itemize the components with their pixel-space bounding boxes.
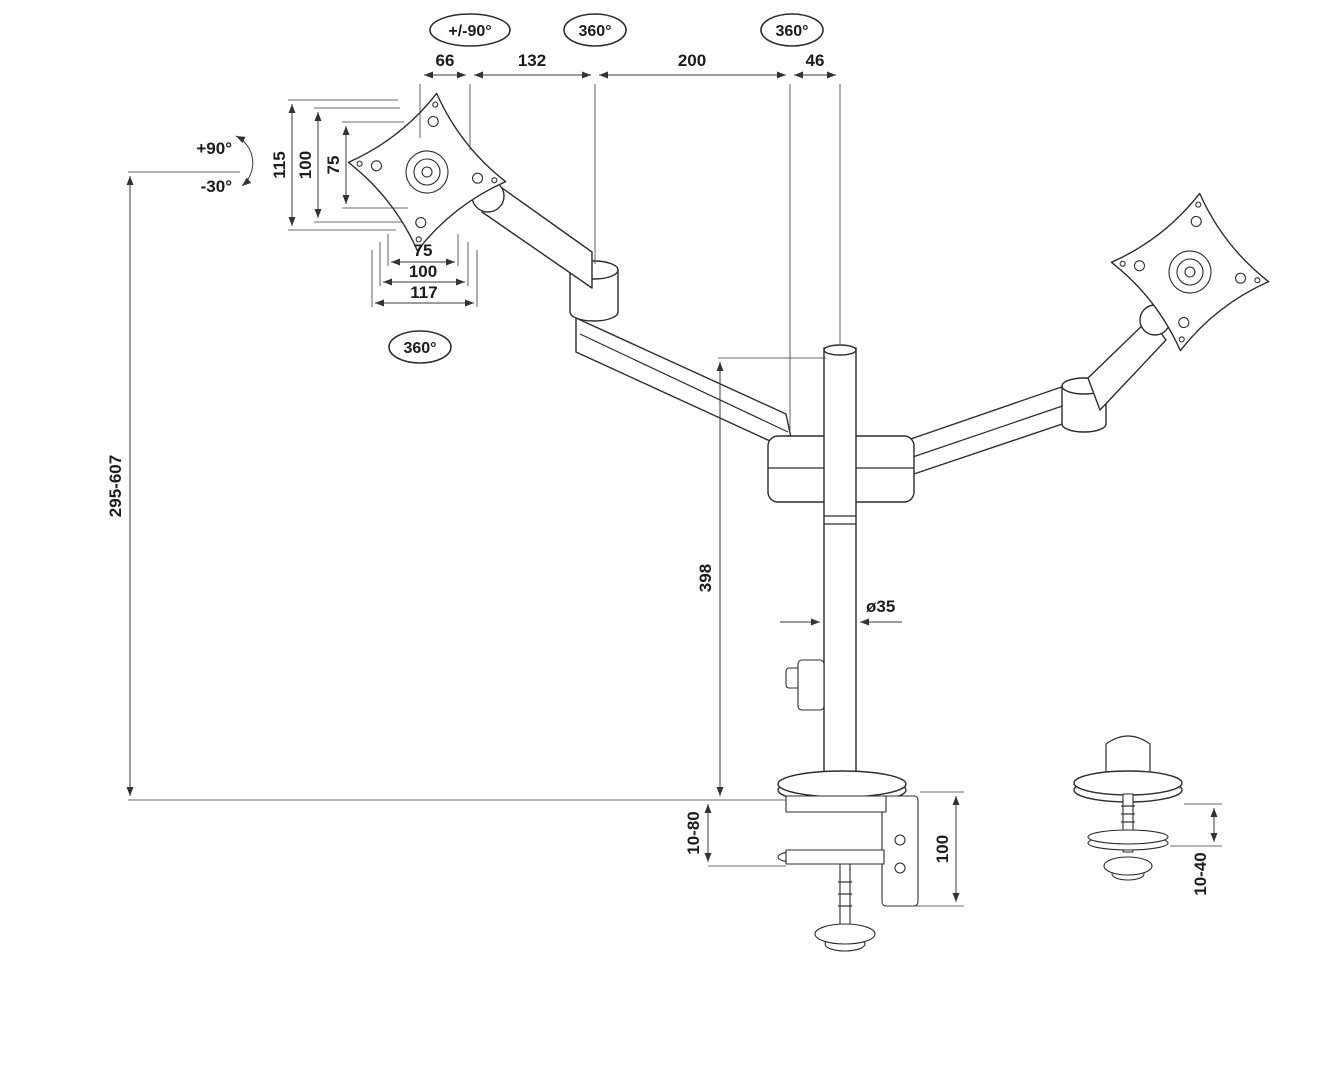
clamp-vertical-plate <box>881 795 919 907</box>
grommet-range-dimension: 10-40 <box>1170 803 1222 896</box>
grommet-pole-stub <box>1105 735 1151 745</box>
elbow-rotation-label: 360° <box>578 23 611 40</box>
left-upper-arm <box>471 177 593 289</box>
right-upper-arm <box>1087 304 1171 411</box>
dim-pole-diameter: ø35 <box>866 597 895 616</box>
desk-clamp <box>777 770 919 952</box>
grommet-knob <box>1103 856 1153 876</box>
tilt-annotation: +90° -30° <box>196 135 254 196</box>
clamp-base-disc <box>777 770 907 798</box>
pole-rotation-label: 360° <box>775 23 808 40</box>
dim-pole-height: 398 <box>696 564 715 592</box>
dim-plate-width-mid: 100 <box>409 262 437 281</box>
left-vesa-plate <box>347 92 507 252</box>
dim-plate-height-outer: 115 <box>270 151 289 178</box>
dim-grommet-range: 10-40 <box>1191 852 1210 895</box>
right-vesa-plate <box>1110 192 1270 352</box>
plate-rotation-oval <box>388 330 452 364</box>
pole <box>823 344 857 789</box>
dim-clamp-depth: 100 <box>933 835 952 863</box>
pole-diameter-dimension: ø35 <box>780 597 902 626</box>
grommet-disc <box>1073 770 1183 796</box>
dim-top-seg1: 66 <box>436 51 455 70</box>
grommet-rod <box>1122 793 1134 853</box>
clamp-screw <box>839 863 851 929</box>
dim-plate-height-inner: 75 <box>324 156 343 175</box>
left-vesa-holes <box>356 101 498 243</box>
grommet-washer <box>1087 829 1169 845</box>
dim-plate-width-inner: 75 <box>414 241 433 260</box>
clamp-range-dimension: 10-80 <box>684 804 786 867</box>
pole-height-dimension: 398 <box>696 357 826 796</box>
clamp-top-arm <box>785 795 887 813</box>
left-lower-arm <box>575 317 795 453</box>
dim-plate-height-mid: 100 <box>296 151 315 179</box>
dim-top-seg2: 132 <box>518 51 546 70</box>
top-dimension-chain: 66 132 200 46 <box>419 51 841 430</box>
plate-horizontal-dims: 75 100 117 <box>371 234 478 307</box>
tilt-up-label: +90° <box>196 139 232 158</box>
dim-plate-width-outer: 117 <box>410 283 437 302</box>
height-dimension: 295-607 <box>106 171 786 801</box>
dim-top-seg3: 200 <box>678 51 706 70</box>
cable-clip <box>785 659 825 711</box>
dim-top-seg4: 46 <box>806 51 825 70</box>
clamp-knob <box>814 923 876 945</box>
clamp-depth-dimension: 100 <box>884 791 964 907</box>
right-vesa-holes <box>1119 201 1261 343</box>
plate-swivel-label: +/-90° <box>448 23 491 40</box>
plate-vertical-dims: 115 100 75 <box>270 99 408 231</box>
rotation-callouts: +/-90° 360° 360° 360° <box>388 13 824 364</box>
grommet-mount <box>1073 735 1183 881</box>
right-lower-arm <box>901 381 1087 479</box>
dim-clamp-range: 10-80 <box>684 811 703 854</box>
pole-top-cap <box>823 344 857 356</box>
pole-rotation-oval <box>760 13 824 47</box>
elbow-rotation-oval <box>563 13 627 47</box>
clamp-bottom-arm <box>785 849 885 865</box>
plate-swivel-oval <box>429 13 511 47</box>
tilt-arc <box>235 135 254 187</box>
tilt-down-label: -30° <box>201 177 233 196</box>
dim-height-range: 295-607 <box>106 455 125 517</box>
plate-rotation-label: 360° <box>403 340 436 357</box>
